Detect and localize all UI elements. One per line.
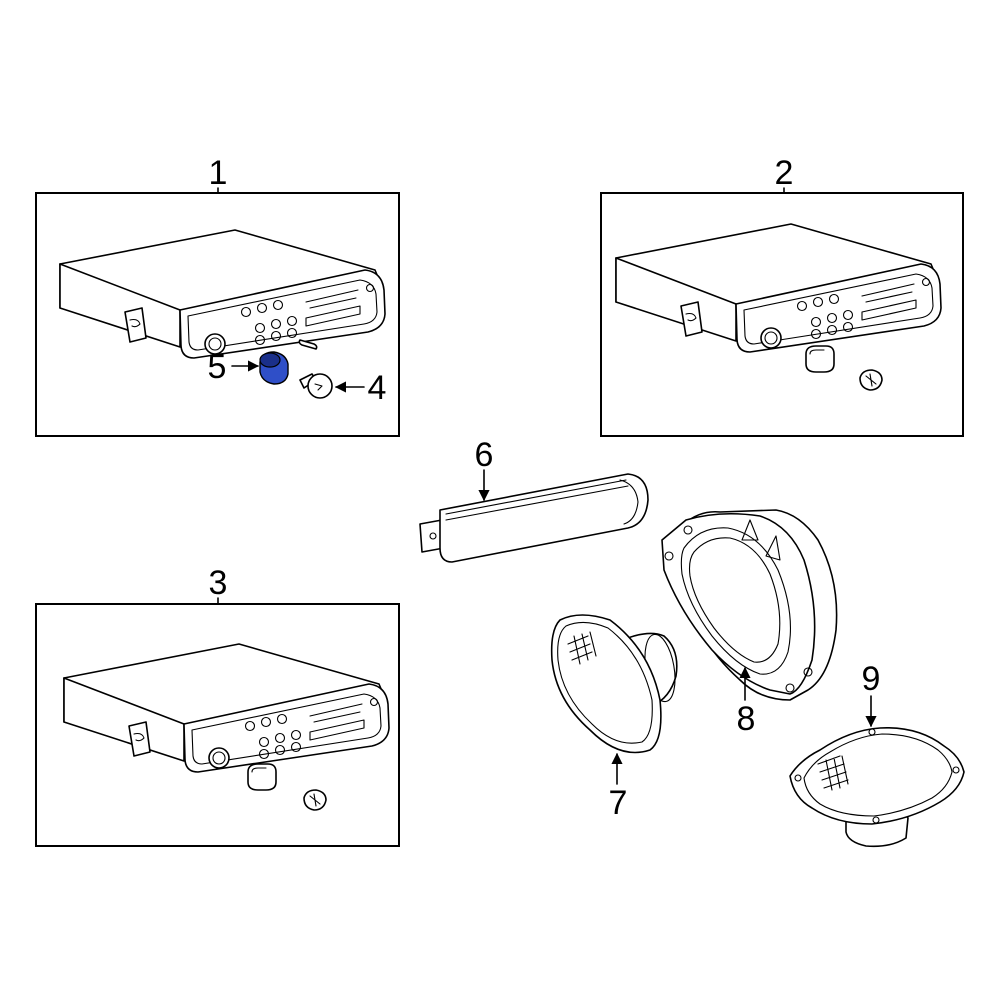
callout-7: 7 [609, 784, 628, 822]
callout-4: 4 [368, 369, 387, 407]
knob-cap-3 [247, 763, 277, 791]
bulb-slot [298, 339, 318, 350]
speaker-bracket-8 [661, 509, 838, 701]
box-2 [600, 192, 964, 437]
callout-2: 2 [775, 154, 794, 192]
callout-1: 1 [209, 154, 228, 192]
speaker-9 [789, 695, 965, 848]
callout-5: 5 [208, 348, 227, 386]
knob-small-3 [303, 789, 327, 811]
trim-panel-6 [419, 469, 649, 563]
speaker-7 [550, 614, 678, 785]
radio-assembly-1 [35, 187, 400, 437]
callout-6: 6 [475, 436, 494, 474]
radio-assembly-3 [35, 597, 400, 847]
callout-8: 8 [737, 700, 756, 738]
knob-5-highlighted [259, 351, 289, 385]
radio-assembly-2 [600, 187, 964, 437]
bulb-4 [299, 373, 333, 399]
callout-9: 9 [862, 660, 881, 698]
callout-3: 3 [209, 564, 228, 602]
knob-cap-2 [805, 345, 835, 373]
knob-small-2 [859, 369, 883, 391]
